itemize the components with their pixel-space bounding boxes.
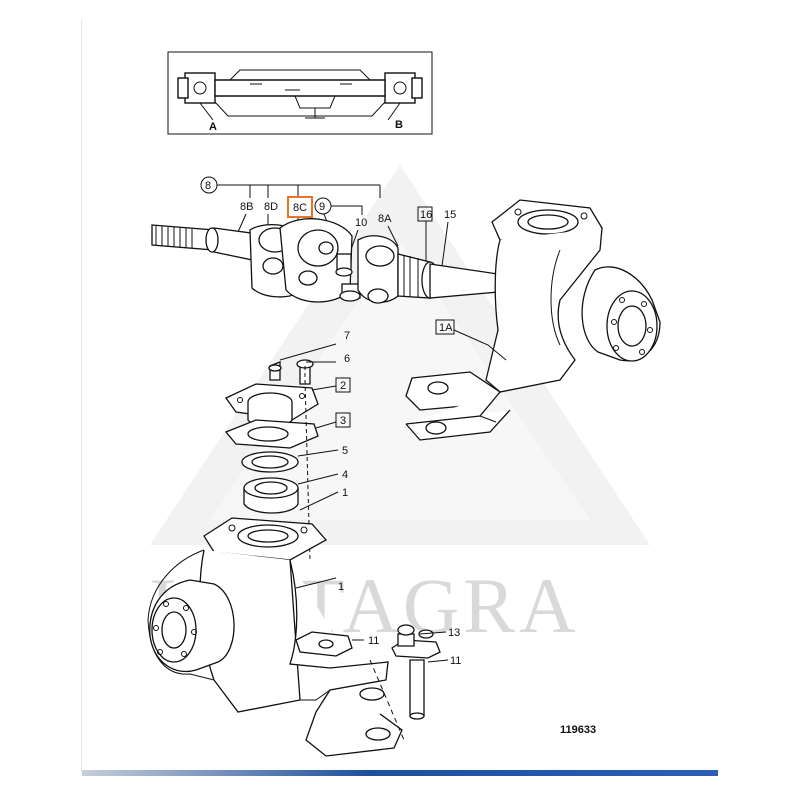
callout-7: 7	[344, 330, 350, 342]
callout-3: 3	[340, 415, 346, 427]
callout-5: 5	[342, 445, 348, 457]
callout-8b: 8B	[240, 201, 253, 213]
drawing-number: 119633	[560, 724, 596, 736]
swivel-housing-1: 1	[147, 517, 403, 757]
callout-15: 15	[444, 209, 456, 221]
inset-label-a: A	[209, 121, 217, 133]
drive-shaft-assembly	[151, 218, 499, 304]
callout-8: 8	[205, 180, 211, 192]
callout-10: 10	[355, 217, 367, 229]
callout-11-right: 11	[450, 655, 461, 667]
callout-4: 4	[342, 469, 348, 481]
bottom-scroll-bar	[82, 770, 718, 776]
steering-arm-parts: 11 13 11	[295, 624, 461, 741]
callout-1a: 1A	[439, 322, 453, 334]
swivel-housing-1a: 1A	[405, 199, 661, 441]
callout-16: 16	[420, 209, 432, 221]
inset-label-b: B	[395, 119, 403, 131]
axle-overview-inset: A B	[167, 51, 433, 135]
callout-1-lower: 1	[338, 581, 344, 593]
callout-8c: 8C	[293, 202, 307, 214]
kingpin-stack: 7 6 2 3 5 4 1	[224, 330, 351, 561]
callout-8a: 8A	[378, 213, 392, 225]
callout-13: 13	[448, 627, 460, 639]
callout-6: 6	[344, 353, 350, 365]
callout-11-left: 11	[368, 635, 379, 647]
callout-8d: 8D	[264, 201, 278, 213]
callout-2: 2	[340, 380, 346, 392]
callout-1-upper: 1	[342, 487, 348, 499]
callout-9: 9	[319, 201, 325, 213]
callout-8c-highlight	[287, 196, 313, 218]
